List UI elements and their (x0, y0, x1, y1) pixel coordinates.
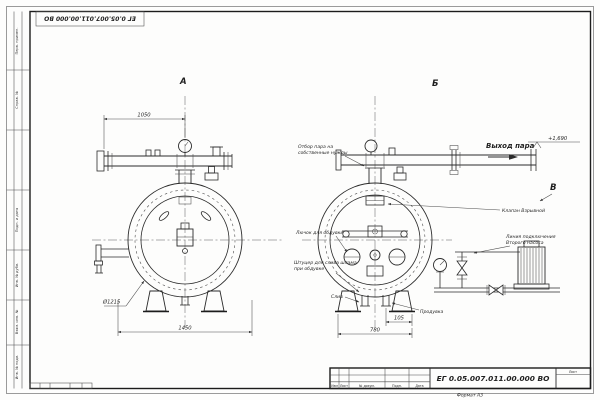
dim-780-text: 780 (370, 328, 381, 334)
blowdown-hatch (366, 265, 384, 277)
side-label: Инв. № подл. (15, 355, 19, 380)
tb-sheet-label: Лист (569, 370, 577, 374)
view-b: Б (302, 79, 580, 338)
elevation-text: +1,690 (548, 136, 568, 142)
view-v-label: В (550, 183, 556, 193)
label-drain: Слив (331, 294, 343, 300)
aux-cells (29, 382, 93, 389)
title-code: ЕГ 0.05.007.011.00.000 ВО (437, 374, 551, 383)
safety-valve (204, 166, 219, 181)
label-sludge-1: Штуцер для слива шлама (294, 260, 357, 266)
door-slot-left (158, 211, 170, 221)
label-explosion-valve: Клапан Взрывной (502, 208, 545, 214)
label-steam-tap-1: Отбор пара на (298, 144, 333, 150)
dim-780: 780 (337, 314, 413, 338)
manhole-door-b (329, 194, 421, 286)
dim-1450: 1450 (117, 300, 253, 336)
label-blow-hatch: Лючок для обдувки (295, 230, 343, 236)
label-sludge-2: при обдувке (294, 266, 324, 272)
pressure-gauge-2 (433, 258, 447, 288)
vessel-shell-circle (127, 182, 243, 298)
dim-1450-text: 1450 (178, 326, 192, 332)
blowdown-stub (381, 295, 391, 307)
dim-105: 105 (385, 308, 413, 326)
view-a-label: А (179, 77, 187, 87)
elevation-mark: +1,690 (528, 136, 580, 149)
valve-vertical-lower (456, 267, 468, 276)
steam-out-text: Выход пара (486, 142, 535, 150)
pump (513, 240, 550, 290)
valve-horizontal (488, 284, 497, 296)
left-column-labels: Перв. примен. Справ. № Подп. и дата Инв.… (15, 28, 19, 380)
side-label: Перв. примен. (15, 28, 19, 55)
view-b-label: Б (432, 79, 439, 89)
corner-stamp: ЕГ 0.05.007.011.00.000 ВО (35, 11, 145, 27)
dim-1050: 1050 (103, 113, 186, 149)
tb-col-list: Лист (340, 384, 348, 388)
sheet-frame (6, 6, 594, 394)
label-blowdown: Продувка (420, 309, 444, 315)
tb-col-data: Дата (415, 384, 423, 388)
dim-1215: Ø1215 (102, 280, 145, 307)
door-bolt-circle-b (324, 189, 426, 291)
dim-1215-text: Ø1215 (102, 299, 121, 306)
manhole-door (140, 195, 230, 285)
steam-outlet-pipe (335, 145, 537, 184)
support-legs (143, 290, 227, 313)
dim-105-text: 105 (394, 316, 405, 322)
steam-out-arrow (509, 154, 518, 160)
safety-valve-b (393, 166, 407, 181)
drain-nozzle (94, 244, 129, 274)
tb-col-dokum: № докум. (359, 384, 375, 388)
pressure-gauge (178, 139, 192, 156)
door-slot-right (200, 211, 212, 221)
door-top-fitting (178, 196, 192, 205)
dim-1050-text: 1050 (137, 113, 151, 119)
annotations: Отбор пара на собственные нужды Лючок дл… (294, 144, 556, 315)
valve-vertical (456, 260, 468, 269)
format-note: Формат А3 (457, 393, 483, 399)
door-bracket (342, 225, 408, 238)
title-block: Изм Лист № докум. Подп. Дата ЕГ 0.05.007… (29, 367, 592, 399)
view-a: А (92, 77, 282, 336)
bottom-stub (180, 296, 190, 306)
label-steam-tap-2: собственные нужды (298, 150, 348, 156)
center-valve (176, 222, 194, 254)
sight-glasses (343, 248, 406, 266)
view-v-arrow: В (539, 183, 556, 202)
label-pump-line-2: Второго насоса (506, 240, 544, 246)
steam-pipe-assembly (96, 146, 233, 184)
tb-col-izm: Изм (331, 384, 338, 388)
corner-stamp-code: ЕГ 0.05.007.011.00.000 ВО (44, 15, 136, 22)
side-label: Взам. инв. № (15, 310, 19, 335)
tb-col-podp: Подп. (392, 384, 402, 388)
label-pump-line-1: Линия подключения (505, 234, 556, 240)
steam-out-label: Выход пара (486, 142, 535, 160)
valve-horizontal-2 (495, 284, 504, 296)
door-bolt-circle (134, 189, 236, 291)
side-label: Подп. и дата (15, 208, 19, 232)
pump-piping (433, 240, 560, 296)
explosion-valve (365, 195, 385, 206)
vessel-shell-circle-b (317, 182, 433, 298)
side-label: Инв. № дубл. (15, 263, 19, 288)
side-label: Справ. № (15, 91, 19, 109)
pipe-gauge (364, 139, 378, 155)
drain-stub (360, 295, 370, 307)
